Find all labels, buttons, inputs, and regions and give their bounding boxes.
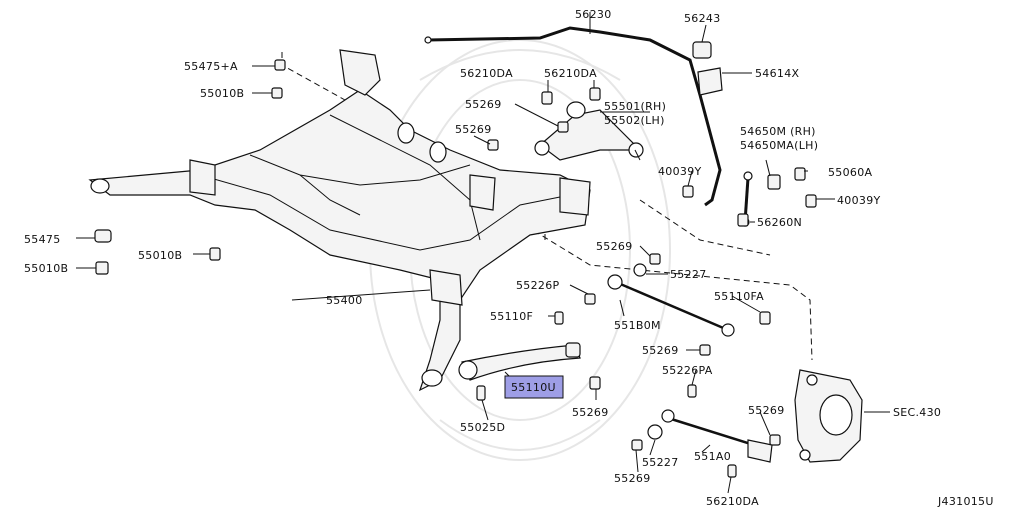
label-56230: 56230 — [575, 8, 612, 21]
label-55010B-top: 55010B — [200, 87, 244, 100]
subframe-55400 — [88, 49, 591, 392]
label-55110FA: 55110FA — [714, 290, 764, 303]
label-40039Y-b: 40039Y — [837, 194, 881, 207]
highlight-box-55110U — [504, 375, 564, 399]
label-551A0: 551A0 — [694, 450, 731, 463]
label-56243: 56243 — [684, 12, 721, 25]
label-551B0M: 551B0M — [614, 319, 661, 332]
label-55269-e: 55269 — [748, 404, 785, 417]
knuckle-sec430 — [794, 369, 863, 463]
rear-link-551A0 — [631, 384, 781, 478]
label-56210DA-b: 56210DA — [544, 67, 597, 80]
diagram-code: J431015U — [937, 495, 994, 508]
label-55025D: 55025D — [460, 421, 505, 434]
lateral-link-551B0M — [584, 253, 771, 356]
label-55227-b: 55227 — [642, 456, 679, 469]
label-54650M: 54650M (RH) — [740, 125, 816, 138]
part-labels: 56230 56243 55475+A 55010B 56210DA 56210… — [24, 8, 994, 508]
label-55010B-left: 55010B — [24, 262, 68, 275]
upper-link-55501 — [487, 87, 644, 161]
label-54650MA: 54650MA(LH) — [740, 139, 818, 152]
lower-link-55110U — [458, 311, 601, 401]
label-55269-c: 55269 — [596, 240, 633, 253]
label-55060A: 55060A — [828, 166, 872, 179]
label-55502: 55502(LH) — [604, 114, 665, 127]
label-40039Y-a: 40039Y — [658, 165, 702, 178]
label-55475A: 55475+A — [184, 60, 238, 73]
label-56210DA-c: 56210DA — [706, 495, 759, 508]
label-55475: 55475 — [24, 233, 61, 246]
label-56210DA-a: 56210DA — [460, 67, 513, 80]
label-56260N: 56260N — [757, 216, 802, 229]
label-55400: 55400 — [326, 294, 363, 307]
label-55110U: 55110U — [511, 381, 556, 394]
stabilizer-bar-56230 — [424, 26, 817, 227]
watermark-emblem — [369, 39, 671, 461]
label-55269-f: 55269 — [572, 406, 609, 419]
label-55269-g: 55269 — [614, 472, 651, 485]
label-55501: 55501(RH) — [604, 100, 666, 113]
label-55269-a: 55269 — [465, 98, 502, 111]
label-54614X: 54614X — [755, 67, 799, 80]
label-55226PA: 55226PA — [662, 364, 713, 377]
label-55227-a: 55227 — [670, 268, 707, 281]
label-55269-d: 55269 — [642, 344, 679, 357]
label-55269-b: 55269 — [455, 123, 492, 136]
label-55226P: 55226P — [516, 279, 559, 292]
label-55110F: 55110F — [490, 310, 533, 323]
label-55010B-mid: 55010B — [138, 249, 182, 262]
label-sec430: SEC.430 — [893, 406, 941, 419]
leader-lines — [76, 12, 890, 494]
